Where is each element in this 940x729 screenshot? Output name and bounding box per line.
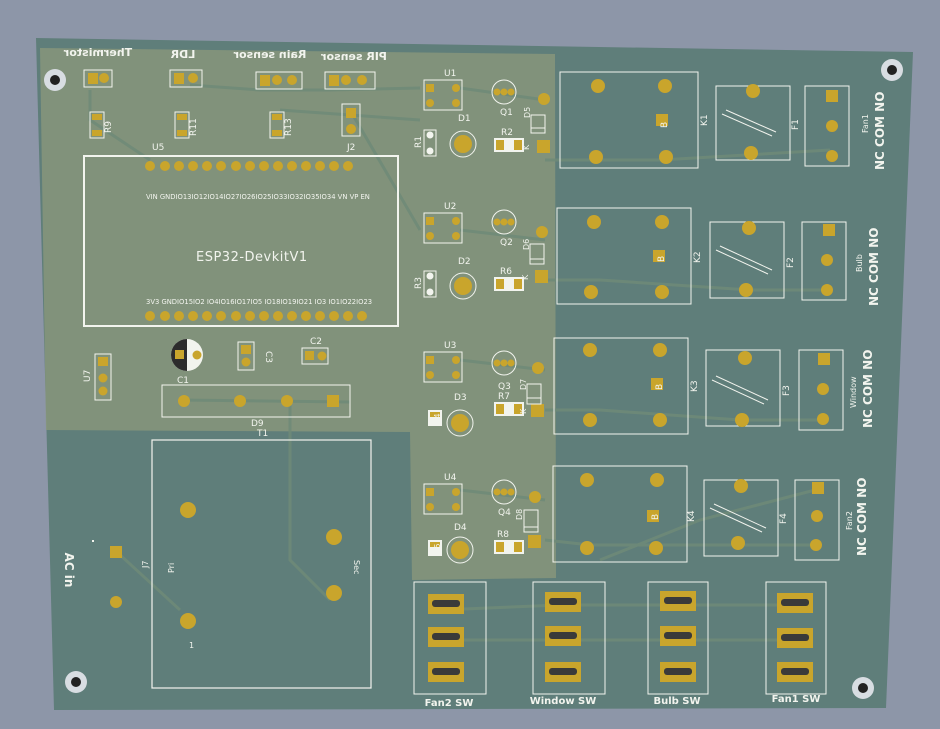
power-section: U7 C1 C3 C2 D9 T1 (83, 337, 351, 439)
svg-text:K2: K2 (693, 251, 703, 263)
svg-text:D9: D9 (251, 419, 264, 429)
svg-text:F3: F3 (782, 385, 792, 396)
svg-text:U4: U4 (444, 473, 457, 483)
svg-text:D8: D8 (515, 509, 524, 520)
svg-text:C2: C2 (310, 337, 322, 347)
svg-text:J2: J2 (346, 143, 355, 153)
svg-text:U7: U7 (83, 370, 93, 382)
fan1-switch-label: Fan1 SW (772, 694, 821, 705)
rain-sensor-label: Rain sensor (233, 48, 306, 61)
module-top-pin-labels: VIN GNDIO13IO12IO14IO27IO26IO25IO33IO32I… (146, 193, 370, 201)
svg-text:R13: R13 (284, 118, 294, 136)
svg-text:R3: R3 (414, 277, 424, 289)
svg-text:Pri: Pri (167, 563, 176, 573)
fan2-contacts-label: NC COM NO (855, 478, 869, 556)
bulb-switch-label: Bulb SW (653, 696, 700, 707)
window-contacts-label: NC COM NO (861, 350, 875, 428)
svg-text:D3: D3 (454, 393, 467, 403)
svg-text:R8: R8 (497, 530, 509, 540)
svg-text:Q1: Q1 (500, 108, 513, 118)
svg-text:C3: C3 (263, 351, 273, 363)
svg-text:Q2: Q2 (500, 238, 513, 248)
driver-channel-2: U2 Q2 D2 R3 R6 D6 K (414, 202, 548, 300)
svg-text:R5: R5 (433, 543, 442, 554)
relay-fan2: B K4 F4 Fan2 NC COM NO (552, 465, 869, 563)
svg-text:K1: K1 (700, 114, 710, 126)
module-top-pins (145, 161, 353, 171)
ac-in-label: AC in (62, 553, 76, 588)
svg-text:Q4: Q4 (498, 508, 511, 518)
svg-text:D2: D2 (458, 257, 471, 267)
pir-sensor-label: PIR sensor (321, 50, 387, 63)
switch-window: Window SW (530, 581, 606, 707)
driver-channel-1: U1 Q1 D1 R1 R2 D5 K (414, 69, 550, 158)
mounting-holes (44, 59, 903, 699)
sensor-labels: Thermistor LDR Rain sensor PIR sensor (63, 46, 387, 63)
ldr-label: LDR (170, 48, 195, 61)
svg-text:D7: D7 (519, 379, 528, 390)
svg-text:B: B (651, 514, 661, 520)
svg-text:K: K (521, 274, 530, 280)
svg-text:R4: R4 (433, 413, 442, 424)
relay-fan1: B K1 F1 Fan1 NC COM NO (559, 71, 887, 170)
bulb-contacts-label: NC COM NO (867, 228, 881, 306)
svg-text:C1: C1 (177, 376, 189, 386)
svg-text:K: K (522, 144, 531, 150)
svg-text:1: 1 (189, 641, 194, 650)
relay-window: B K3 F3 Window NC COM NO (553, 337, 875, 435)
svg-text:D6: D6 (522, 239, 531, 250)
window-switch-label: Window SW (530, 696, 597, 707)
svg-text:R11: R11 (189, 118, 199, 136)
module-bottom-pins (145, 311, 367, 321)
svg-text:F1: F1 (791, 119, 801, 130)
switch-bulb: Bulb SW (647, 581, 709, 707)
svg-text:K4: K4 (687, 510, 697, 522)
svg-text:Bulb: Bulb (855, 254, 864, 272)
module-name: ESP32-DevkitV1 (196, 250, 308, 265)
svg-text:U1: U1 (444, 69, 456, 79)
svg-text:R6: R6 (500, 267, 512, 277)
svg-text:D1: D1 (458, 114, 471, 124)
driver-channel-4: U4 Q4 D4 R5 R8 D8 (423, 473, 541, 564)
svg-text:R9: R9 (104, 121, 114, 133)
svg-text:J7: J7 (141, 561, 150, 569)
svg-text:T1: T1 (256, 429, 268, 439)
svg-text:B: B (655, 384, 665, 390)
svg-text:R7: R7 (498, 392, 510, 402)
svg-text:D5: D5 (523, 107, 532, 118)
svg-text:Q3: Q3 (498, 382, 511, 392)
svg-text:B: B (657, 256, 667, 262)
module-bottom-pin-labels: 3V3 GNDIO15IO2 IO4IO16IO17IO5 IO18IO19IO… (146, 298, 372, 306)
svg-text:U2: U2 (444, 202, 456, 212)
svg-text:K3: K3 (690, 380, 700, 392)
module-ref: U5 (152, 143, 164, 153)
svg-text:Fan2: Fan2 (845, 511, 854, 530)
svg-text:D4: D4 (454, 523, 467, 533)
svg-text:F2: F2 (786, 257, 796, 268)
svg-text:U3: U3 (444, 341, 456, 351)
transformer: Pri Sec 1 (151, 439, 372, 689)
svg-text:Window: Window (849, 376, 858, 408)
fan2-switch-label: Fan2 SW (425, 698, 474, 709)
switch-fan2: Fan2 SW (413, 581, 487, 709)
svg-text:R2: R2 (501, 128, 513, 138)
svg-text:R1: R1 (414, 136, 424, 148)
svg-text:F4: F4 (779, 513, 789, 524)
svg-text:Sec: Sec (352, 560, 361, 574)
relay-bulb: B K2 F2 Bulb NC COM NO (556, 207, 881, 306)
sensor-headers (83, 69, 376, 139)
driver-channel-3: U3 Q3 D3 R4 R7 D7 K (423, 341, 544, 437)
fan1-contacts-label: NC COM NO (873, 92, 887, 170)
copper-pour (40, 48, 556, 580)
ac-in-connector: AC in J7 (62, 540, 150, 608)
thermistor-label: Thermistor (63, 46, 132, 59)
svg-text:Fan1: Fan1 (861, 114, 870, 133)
svg-text:B: B (660, 122, 670, 128)
sensor-refs: R9 R11 R13 J2 (104, 118, 355, 153)
switch-fan1: Fan1 SW (765, 581, 827, 705)
svg-text:K: K (519, 408, 528, 414)
esp32-module: U5 VIN GNDIO13IO12IO14IO27IO26IO25IO33IO… (83, 143, 399, 327)
